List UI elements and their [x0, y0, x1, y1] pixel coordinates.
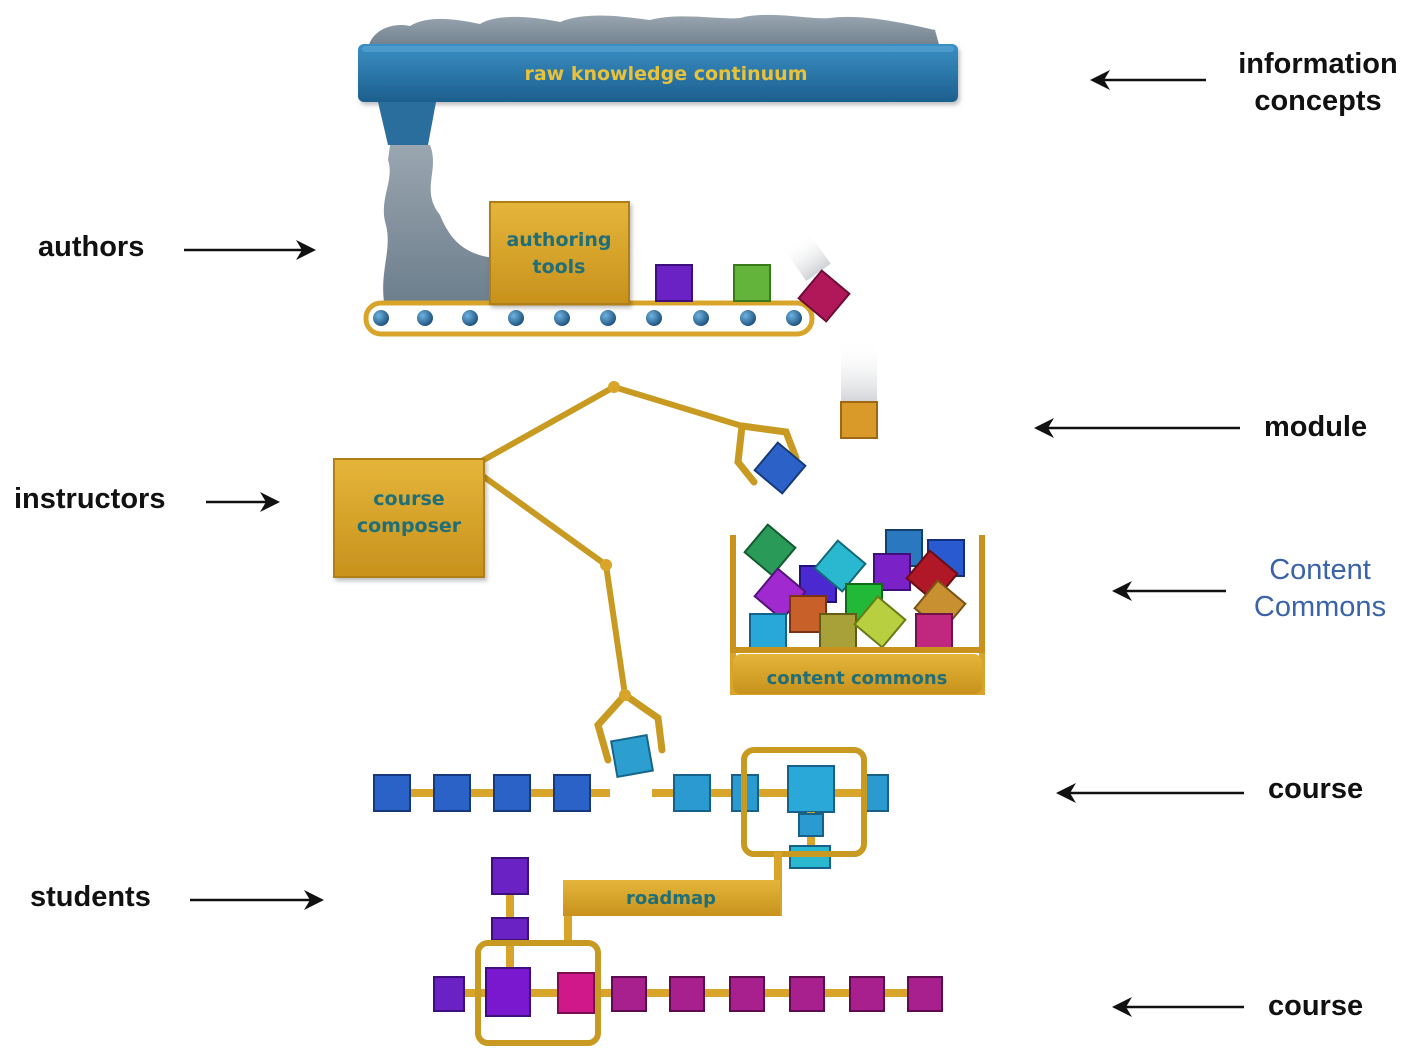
authoring-tools-label-line1: authoring	[506, 229, 611, 251]
authors-label: authors	[38, 231, 145, 263]
knowledge-cloud	[368, 14, 940, 49]
conveyor-rollers	[373, 310, 802, 326]
selection-frame	[475, 940, 601, 1046]
course-upper-label: course	[1268, 773, 1364, 805]
roller	[462, 310, 478, 326]
module-block	[743, 523, 797, 577]
course-module-selected	[787, 765, 835, 813]
grabbed-module	[753, 441, 807, 495]
information-concepts-arrow	[1090, 70, 1206, 90]
module-block	[655, 264, 693, 302]
instructors-arrow	[206, 492, 280, 512]
course-lower-label: course	[1268, 990, 1364, 1022]
roadmap-connector: roadmap	[563, 852, 782, 945]
raw-knowledge-label: raw knowledge continuum	[524, 63, 807, 85]
grabbed-module	[609, 733, 655, 779]
roller	[740, 310, 756, 326]
lower-course-chain	[433, 857, 943, 1046]
content-commons-arrow	[1112, 581, 1226, 601]
arm-joint	[608, 381, 620, 393]
module-block	[840, 401, 878, 439]
authoring-conveyor: authoring tools	[363, 201, 851, 337]
roller	[646, 310, 662, 326]
roadmap-banner	[563, 880, 780, 916]
authors-arrow	[184, 240, 316, 260]
upper-arm	[477, 383, 745, 465]
course-module	[611, 976, 647, 1012]
course-module	[433, 976, 465, 1012]
raw-knowledge-bar	[358, 44, 958, 102]
upper-course-chain	[373, 747, 889, 869]
lower-claw	[594, 691, 666, 764]
roller	[554, 310, 570, 326]
course-module	[553, 774, 591, 812]
content-commons-line1: Content	[1269, 554, 1371, 586]
course-module	[557, 972, 595, 1014]
course-module-selected	[485, 967, 531, 1017]
roller	[786, 310, 802, 326]
course-composer-box	[333, 458, 485, 578]
authoring-tools-label-line2: tools	[532, 256, 585, 278]
roller	[508, 310, 524, 326]
course-upper-arrow	[1056, 783, 1244, 803]
module-block	[915, 613, 953, 651]
students-label: students	[30, 881, 151, 913]
course-lower-arrow	[1112, 997, 1244, 1017]
course-module	[433, 774, 471, 812]
course-module	[729, 976, 765, 1012]
lower-arm	[477, 471, 628, 698]
knowledge-stream	[383, 145, 495, 302]
instructors-label: instructors	[14, 483, 166, 515]
module-block	[733, 264, 771, 302]
arm-joint	[600, 559, 612, 571]
arrows	[184, 70, 1244, 1017]
module-trail	[783, 231, 831, 281]
course-module	[493, 774, 531, 812]
roller	[693, 310, 709, 326]
submodule	[798, 813, 824, 837]
course-module	[849, 976, 885, 1012]
content-commons-label: Content Commons	[1234, 552, 1406, 626]
information-concepts-line1: information	[1238, 48, 1398, 80]
roller	[417, 310, 433, 326]
course-composer-label-line2: composer	[357, 515, 462, 537]
arm-joint	[619, 689, 631, 701]
content-commons-bin: content commons	[730, 523, 985, 695]
bin-base	[733, 654, 982, 694]
course-module	[907, 976, 943, 1012]
submodule	[491, 917, 529, 941]
information-concepts-label: information concepts	[1226, 46, 1410, 120]
information-concepts-line2: concepts	[1254, 85, 1382, 117]
module-block	[749, 613, 787, 651]
module-block	[819, 613, 857, 651]
course-composer-arm	[477, 383, 800, 764]
authoring-tools-box	[489, 201, 630, 305]
course-module	[373, 774, 411, 812]
hopper-spout	[378, 102, 436, 145]
module-block	[813, 539, 867, 593]
content-commons-line2: Commons	[1253, 591, 1387, 623]
content-commons-bin-label: content commons	[767, 668, 948, 689]
course-composer-label-line1: course	[373, 488, 444, 510]
module-trail	[841, 340, 877, 404]
module-arrow	[1034, 418, 1240, 438]
students-arrow	[190, 890, 324, 910]
module-block	[797, 269, 851, 323]
module-label: module	[1264, 411, 1368, 443]
course-module	[789, 976, 825, 1012]
module-block	[853, 595, 907, 649]
selection-frame	[741, 747, 867, 857]
roadmap-label: roadmap	[626, 888, 716, 909]
course-module	[673, 774, 711, 812]
course-module	[669, 976, 705, 1012]
roller	[600, 310, 616, 326]
roller	[373, 310, 389, 326]
submodule	[491, 857, 529, 895]
raw-knowledge-hopper: raw knowledge continuum	[358, 14, 958, 145]
upper-claw	[734, 422, 800, 486]
